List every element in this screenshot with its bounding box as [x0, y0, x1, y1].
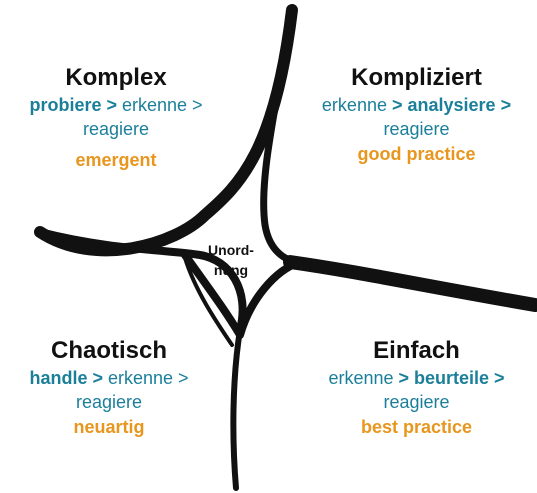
domain-action-sequence: erkenne > analysiere > — [296, 93, 537, 117]
action-lead: probiere > — [29, 95, 117, 115]
action-follow: > beurteile > — [393, 368, 505, 388]
boundary-left-center — [36, 228, 247, 334]
domain-title: Einfach — [373, 337, 460, 364]
domain-action-sequence: erkenne > beurteile > — [296, 366, 537, 390]
domain-chaotisch: Chaotisch handle > erkenne > reagiere ne… — [0, 336, 218, 440]
domain-title: Chaotisch — [50, 337, 167, 364]
domain-action-final: reagiere — [82, 119, 150, 139]
action-follow: erkenne > — [116, 95, 203, 115]
domain-practice: best practice — [360, 417, 473, 437]
boundary-top-right — [260, 6, 304, 266]
action-lead: erkenne — [328, 368, 394, 388]
disorder-label: Unord- nung — [196, 240, 266, 280]
action-follow: > analysiere > — [386, 95, 512, 115]
domain-kompliziert: Kompliziert erkenne > analysiere > reagi… — [296, 63, 537, 167]
domain-practice: good practice — [357, 144, 476, 164]
boundary-flourish — [183, 256, 234, 347]
domain-title: Komplex — [65, 64, 167, 91]
domain-action-final: reagiere — [383, 119, 450, 139]
action-lead: erkenne — [321, 95, 387, 115]
domain-practice: emergent — [75, 150, 157, 170]
action-follow: erkenne > — [102, 368, 189, 388]
boundary-right — [283, 255, 537, 312]
domain-practice: neuartig — [73, 417, 145, 437]
domain-title: Kompliziert — [351, 64, 482, 91]
domain-action-final: reagiere — [75, 392, 143, 412]
action-lead: handle > — [29, 368, 103, 388]
domain-einfach: Einfach erkenne > beurteile > reagiere b… — [296, 336, 537, 440]
boundary-center-sweep — [181, 251, 304, 339]
disorder-line-2: nung — [213, 262, 249, 278]
disorder-line-1: Unord- — [208, 242, 254, 258]
domain-action-final: reagiere — [383, 392, 450, 412]
domain-komplex: Komplex probiere > erkenne > reagiere em… — [0, 63, 232, 173]
domain-action-sequence: handle > erkenne > — [0, 366, 218, 390]
boundary-bottom — [230, 327, 243, 491]
domain-action-sequence: probiere > erkenne > — [0, 93, 232, 117]
